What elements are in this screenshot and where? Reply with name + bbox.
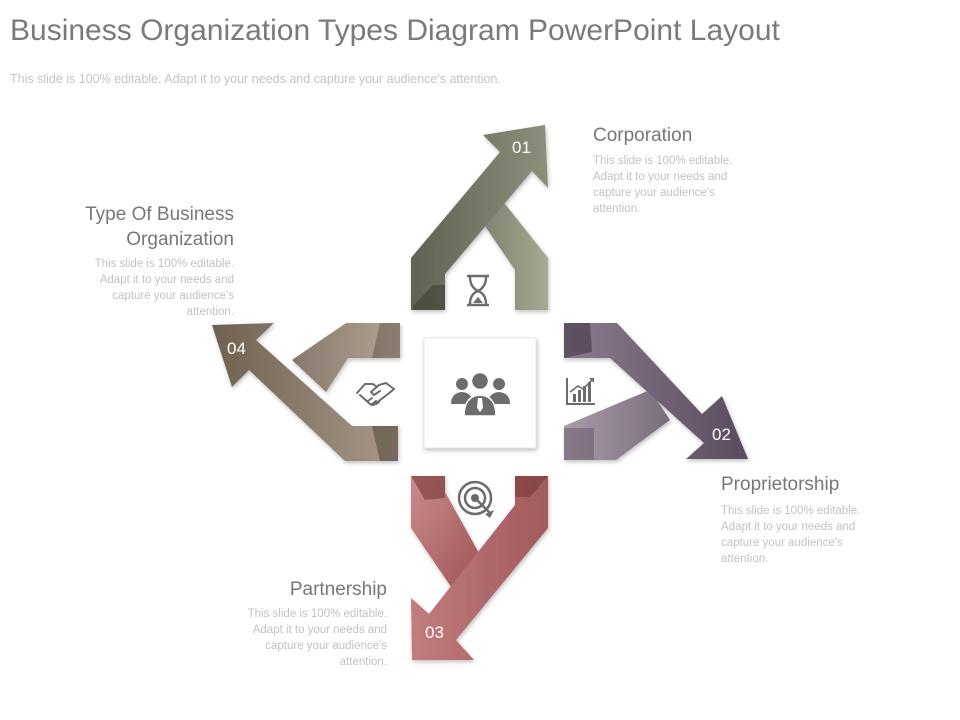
handshake-icon	[356, 382, 395, 406]
description-partnership: This slide is 100% editable. Adapt it to…	[247, 608, 387, 668]
description-proprietorship: This slide is 100% editable. Adapt it to…	[721, 505, 861, 565]
number-03: 03	[425, 623, 444, 642]
arrow-04	[212, 323, 400, 461]
growth-chart-icon	[566, 378, 595, 405]
arrow-01	[411, 125, 548, 310]
arrow-03	[411, 476, 548, 660]
heading-proprietorship: Proprietorship	[721, 474, 840, 495]
number-01: 01	[512, 138, 531, 157]
target-icon	[457, 480, 494, 518]
slide-subtitle: This slide is 100% editable. Adapt it to…	[10, 72, 501, 86]
group-people-icon	[451, 371, 510, 417]
number-04: 04	[227, 339, 246, 358]
center-box	[423, 337, 537, 449]
description-corporation: This slide is 100% editable. Adapt it to…	[593, 155, 733, 215]
hourglass-icon	[467, 274, 489, 307]
description-type-of-business-organization: This slide is 100% editable. Adapt it to…	[94, 258, 234, 318]
heading-corporation: Corporation	[593, 125, 693, 146]
number-02: 02	[712, 425, 731, 444]
heading-partnership: Partnership	[289, 579, 387, 600]
arrow-02	[564, 323, 748, 460]
heading-type-of-business-organization: Type Of Business Organization	[85, 204, 234, 250]
slide-title: Business Organization Types Diagram Powe…	[10, 14, 780, 47]
